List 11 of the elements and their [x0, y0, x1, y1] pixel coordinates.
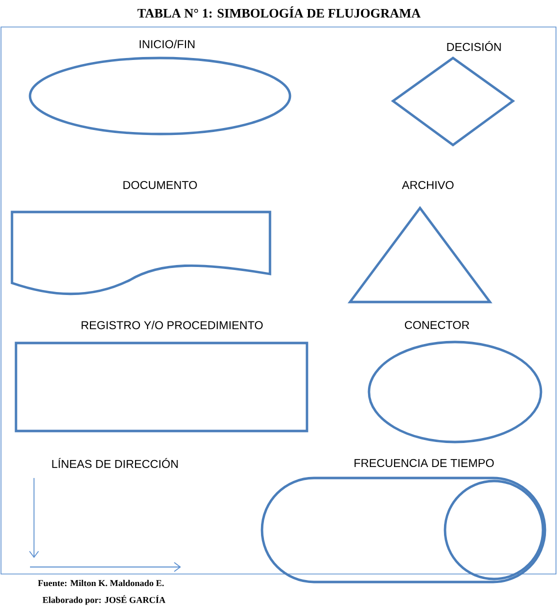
symbol-label: FRECUENCIA DE TIEMPO — [354, 458, 494, 468]
symbol-label: CONECTOR — [404, 320, 470, 330]
source-note: Fuente: Milton K. Maldonado E. — [38, 580, 164, 586]
heading-label: LÍNEAS DE DIRECCIÓN — [52, 458, 178, 468]
symbol-label: REGISTRO Y/O PROCEDIMIENTO — [82, 320, 263, 330]
symbol-label: ARCHIVO — [402, 180, 454, 190]
title: TABLA N° 1: SIMBOLOGÍA DE FLUJOGRAMA — [138, 6, 421, 18]
symbol-label: DOCUMENTO — [124, 180, 197, 190]
symbol-label: INICIO/FIN — [140, 40, 194, 48]
author-note: Elaborado por: JOSÉ GARCÍA — [42, 595, 166, 605]
symbol-label: DECISIÓN — [447, 40, 501, 52]
